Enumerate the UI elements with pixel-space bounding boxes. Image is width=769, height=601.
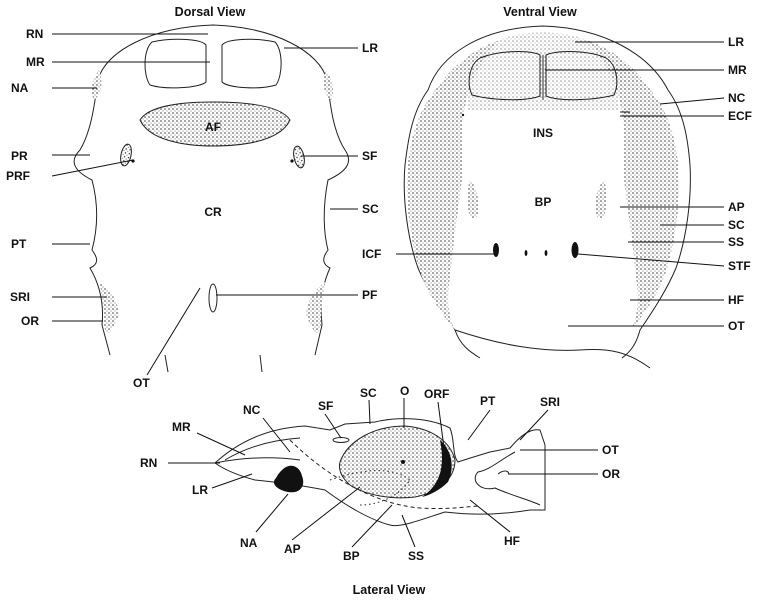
label-lateral-lr: LR: [192, 483, 208, 497]
ventral-right-antorbital-process: [595, 180, 606, 218]
label-dorsal-or: OR: [21, 314, 39, 328]
dorsal-view: Dorsal View AF: [6, 5, 379, 390]
label-lateral-or: OR: [602, 467, 620, 481]
label-dorsal-ot: OT: [133, 376, 150, 390]
label-ventral-nc: NC: [728, 91, 746, 105]
lateral-view-title: Lateral View: [353, 583, 426, 597]
label-lateral-rn: RN: [140, 456, 157, 470]
label-ventral-ins: INS: [533, 126, 553, 140]
label-lateral-pt: PT: [480, 394, 496, 408]
label-ventral-mr: MR: [728, 63, 747, 77]
label-dorsal-lr: LR: [362, 41, 378, 55]
label-lateral-hf: HF: [504, 534, 520, 548]
label-dorsal-mr: MR: [26, 55, 45, 69]
label-lateral-bp: BP: [343, 549, 360, 563]
label-dorsal-pt: PT: [11, 237, 27, 251]
label-dorsal-pr: PR: [11, 149, 28, 163]
label-dorsal-rn: RN: [26, 27, 43, 41]
label-lateral-mr: MR: [172, 420, 191, 434]
label-dorsal-na: NA: [11, 81, 29, 95]
lateral-view: Lateral View MR: [140, 384, 620, 597]
label-ventral-ot: OT: [728, 319, 745, 333]
lateral-nasal-aperture: [274, 466, 303, 493]
label-lateral-ot: OT: [602, 443, 619, 457]
ventral-view-title: Ventral View: [503, 5, 577, 19]
label-lateral-ss: SS: [408, 549, 424, 563]
label-ventral-sc: SC: [728, 218, 745, 232]
label-dorsal-pf: PF: [362, 288, 377, 302]
label-dorsal-af: AF: [205, 120, 221, 134]
label-dorsal-sc: SC: [362, 202, 379, 216]
label-lateral-ap: AP: [284, 542, 301, 556]
label-lateral-sri: SRI: [540, 395, 560, 409]
dorsal-view-title: Dorsal View: [175, 5, 246, 19]
label-lateral-sf: SF: [318, 399, 333, 413]
label-ventral-ss: SS: [728, 235, 744, 249]
label-dorsal-prf: PRF: [6, 169, 30, 183]
dorsal-supraorbital-foramen: [292, 145, 306, 169]
label-ventral-ap: AP: [728, 200, 745, 214]
label-dorsal-sri: SRI: [10, 290, 30, 304]
label-ventral-hf: HF: [728, 293, 744, 307]
label-lateral-orf: ORF: [424, 387, 449, 401]
dorsal-left-naris: [145, 39, 206, 88]
ventral-left-antorbital-process: [468, 180, 479, 218]
dorsal-left-orbit-region: [100, 282, 119, 333]
label-dorsal-sf: SF: [362, 149, 377, 163]
dorsal-preorbital-foramen: [119, 143, 133, 167]
label-ventral-stf: STF: [728, 259, 751, 273]
dorsal-right-naris: [222, 39, 281, 88]
label-ventral-bp: BP: [535, 195, 552, 209]
label-dorsal-cr: CR: [204, 205, 222, 219]
ventral-view: Ventral View LR MR: [362, 5, 752, 368]
label-lateral-o: O: [400, 384, 409, 398]
dorsal-left-nasal-area: [92, 70, 101, 100]
label-ventral-ecf: ECF: [728, 109, 752, 123]
label-lateral-na: NA: [240, 536, 258, 550]
label-lateral-sc: SC: [360, 386, 377, 400]
dorsal-parietal-foramen: [209, 284, 217, 312]
label-ventral-icf: ICF: [362, 247, 381, 261]
label-ventral-lr: LR: [728, 35, 744, 49]
dorsal-right-nasal-area: [324, 70, 333, 100]
label-lateral-nc: NC: [243, 403, 261, 417]
